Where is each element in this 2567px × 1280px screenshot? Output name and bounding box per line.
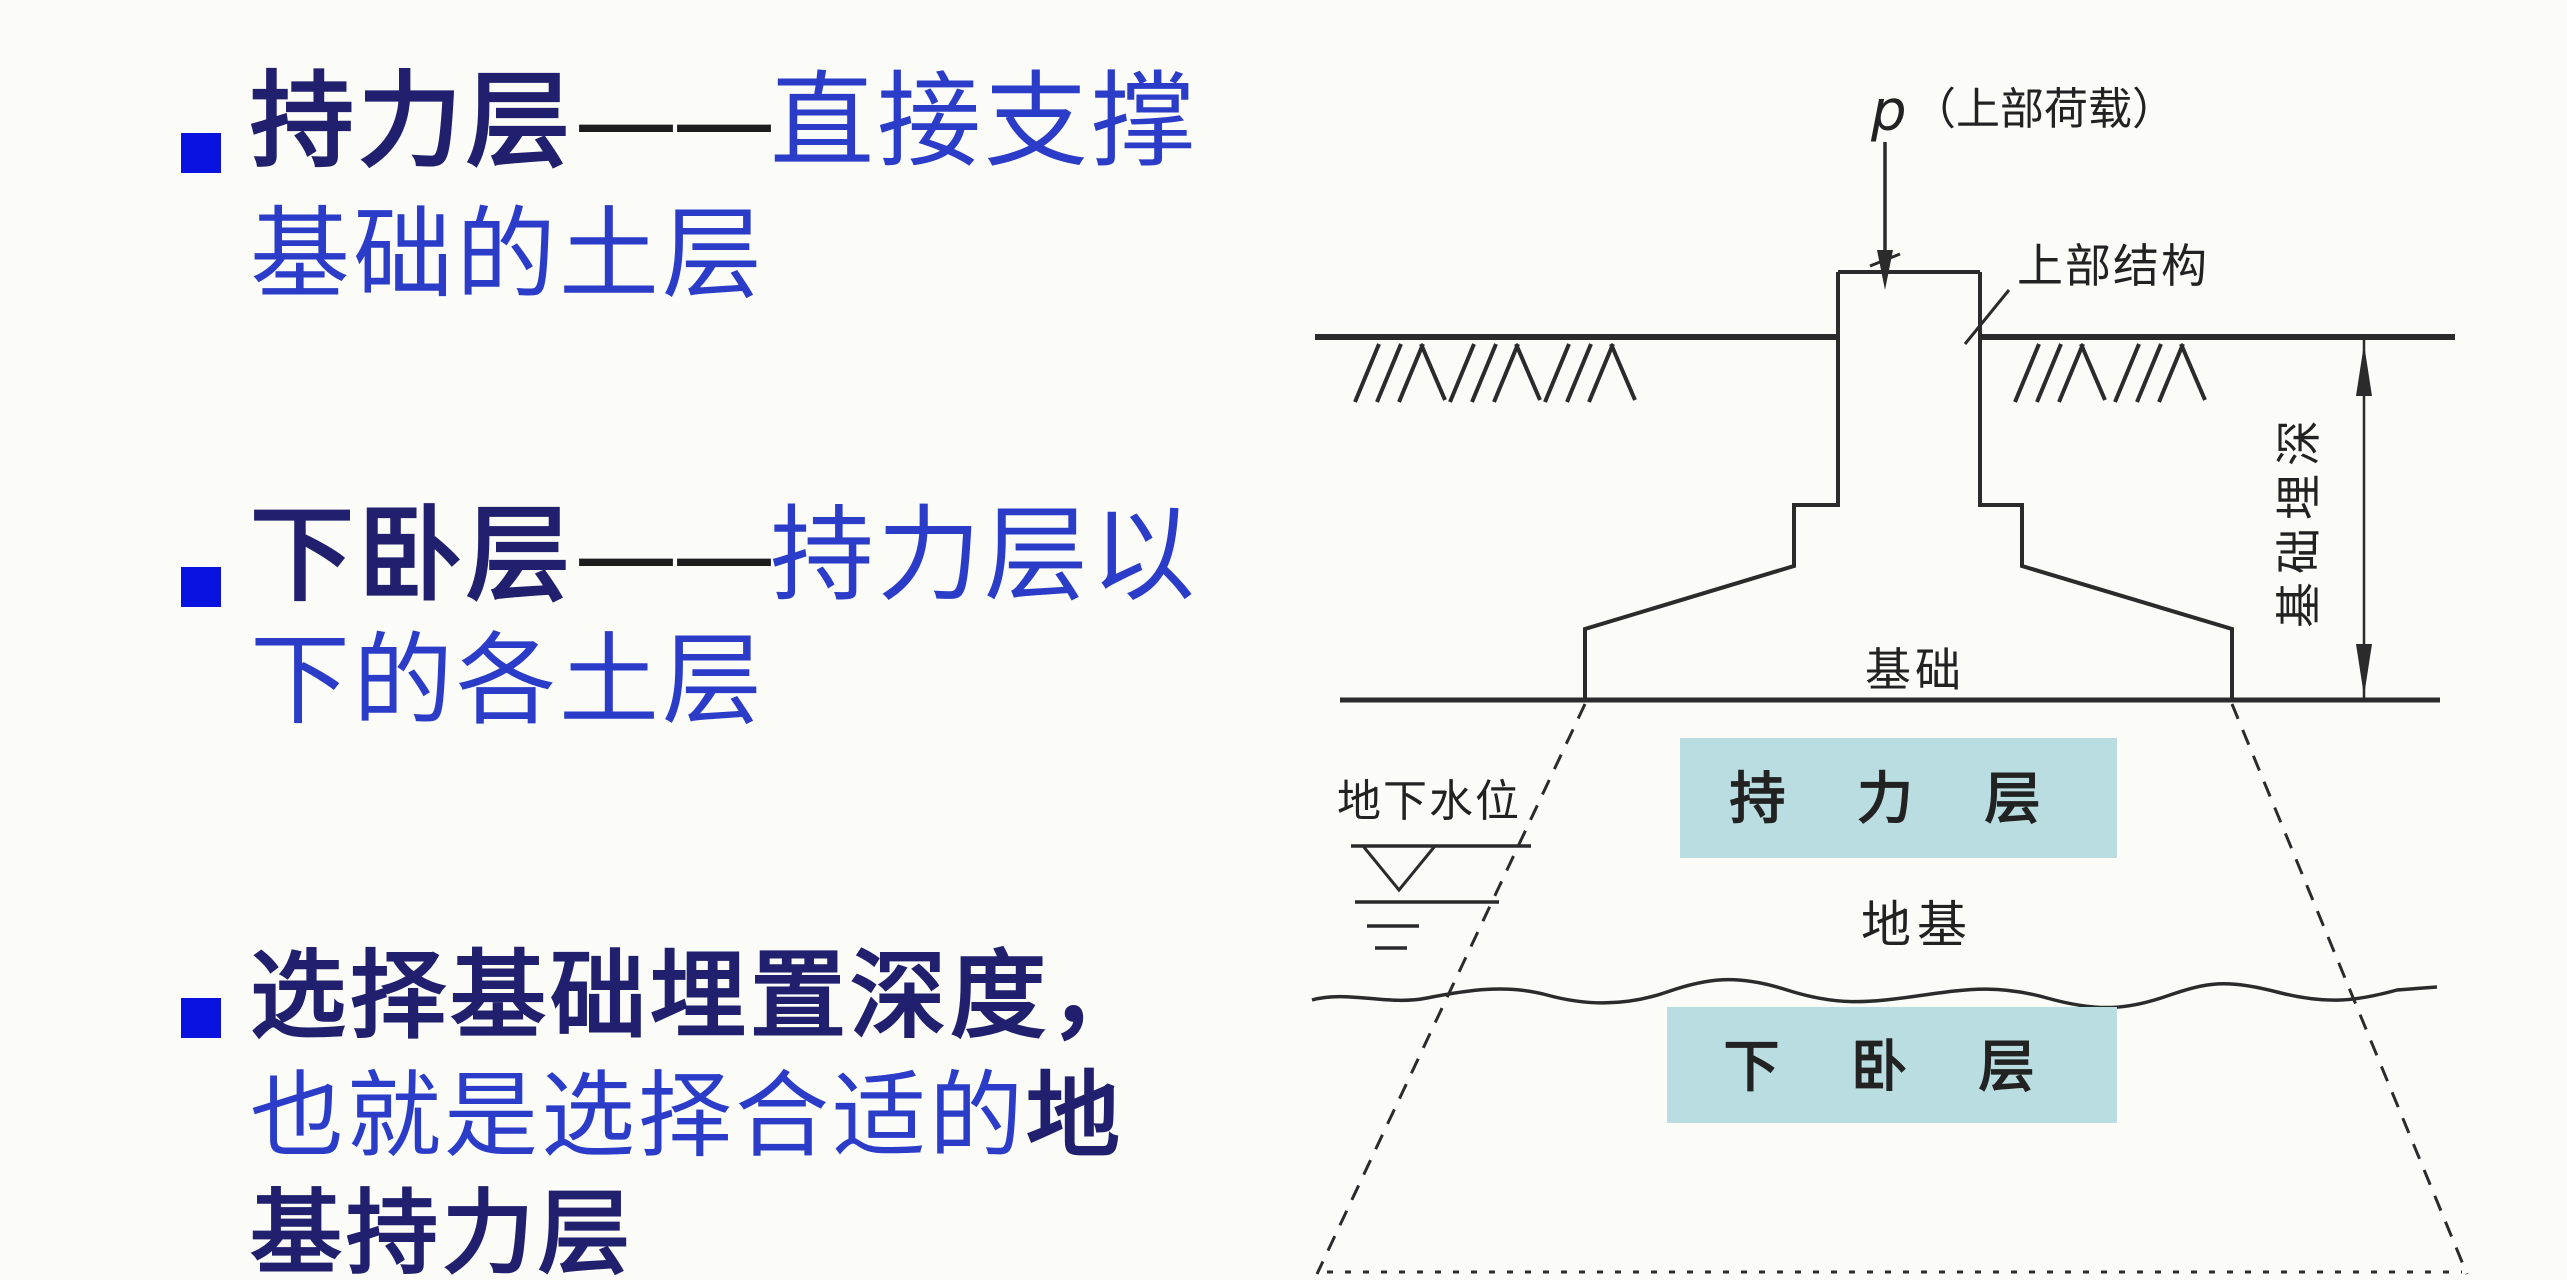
- bullet1-dash: ——: [574, 60, 776, 182]
- bullet2-definition-cont: 下的各土层: [250, 622, 765, 739]
- stratum-boundary-wavy-line: [1311, 977, 2438, 1010]
- bullet3-statement-blue: 也就是选择合适的: [250, 1062, 1027, 1171]
- bullet3-line2: 也就是选择合适的地: [250, 1062, 1124, 1173]
- bullet3-square-marker: [181, 998, 221, 1038]
- bullet3-statement: 选择基础埋置深度，: [250, 940, 1150, 1052]
- bullet1-definition: 直接支撑: [770, 60, 1199, 182]
- bullet3-line1: 选择基础埋置深度，: [250, 940, 1150, 1053]
- column-and-footing-outline: [1583, 270, 2234, 700]
- stress-spread-dashed-left: [1315, 703, 1587, 1275]
- underlying-stratum-highlight: [1667, 1007, 2117, 1123]
- bullet2-dash: ——: [574, 494, 776, 616]
- bullet1-line1: 持力层——直接支撑: [250, 60, 1198, 183]
- load-paren-label: （上部荷载）: [1912, 84, 2176, 135]
- ground-hatch-marks: [1353, 343, 2207, 403]
- groundwater-symbol-icon: [1351, 844, 1531, 950]
- bullet3-line3: 基持力层: [250, 1180, 634, 1280]
- bearing-stratum-label: 持 力 层: [1730, 767, 2067, 832]
- groundwater-label: 地下水位: [1337, 776, 1521, 827]
- subgrade-label: 地基: [1861, 896, 1973, 954]
- foundation-label: 基础: [1865, 643, 1965, 697]
- foundation-diagram: p （上部荷载） 上部结构 基础 地下水位: [1311, 79, 2469, 1275]
- bullet3-statement-end: 基持力层: [250, 1180, 635, 1280]
- load-symbol-label: p: [1870, 79, 1907, 144]
- bearing-stratum-highlight: [1680, 738, 2117, 858]
- bullet1-definition-cont: 基础的土层: [250, 196, 765, 313]
- dimension-arrowhead-bottom-icon: [2356, 644, 2372, 696]
- bullet2-term: 下卧层: [250, 494, 575, 616]
- bullet2-line1: 下卧层——持力层以: [250, 494, 1198, 617]
- bullet2-line2: 下的各土层: [250, 622, 765, 740]
- superstructure-label: 上部结构: [2017, 239, 2209, 293]
- underlying-stratum-label: 下 卧 层: [1724, 1035, 2061, 1100]
- column-break-tick: [1869, 252, 1901, 268]
- bullet1-line2: 基础的土层: [250, 196, 765, 314]
- superstructure-leader-line: [1963, 289, 2011, 345]
- bullet1-square-marker: [181, 133, 221, 173]
- stress-spread-dashed-right: [2230, 703, 2469, 1275]
- dimension-arrowhead-top-icon: [2356, 344, 2372, 396]
- bullet2-definition: 持力层以: [770, 494, 1199, 616]
- bullet3-statement-dark: 地: [1026, 1062, 1125, 1171]
- embedment-depth-label: 基础埋深: [2272, 412, 2326, 628]
- bullet2-square-marker: [181, 567, 221, 607]
- bullet1-term: 持力层: [250, 60, 575, 182]
